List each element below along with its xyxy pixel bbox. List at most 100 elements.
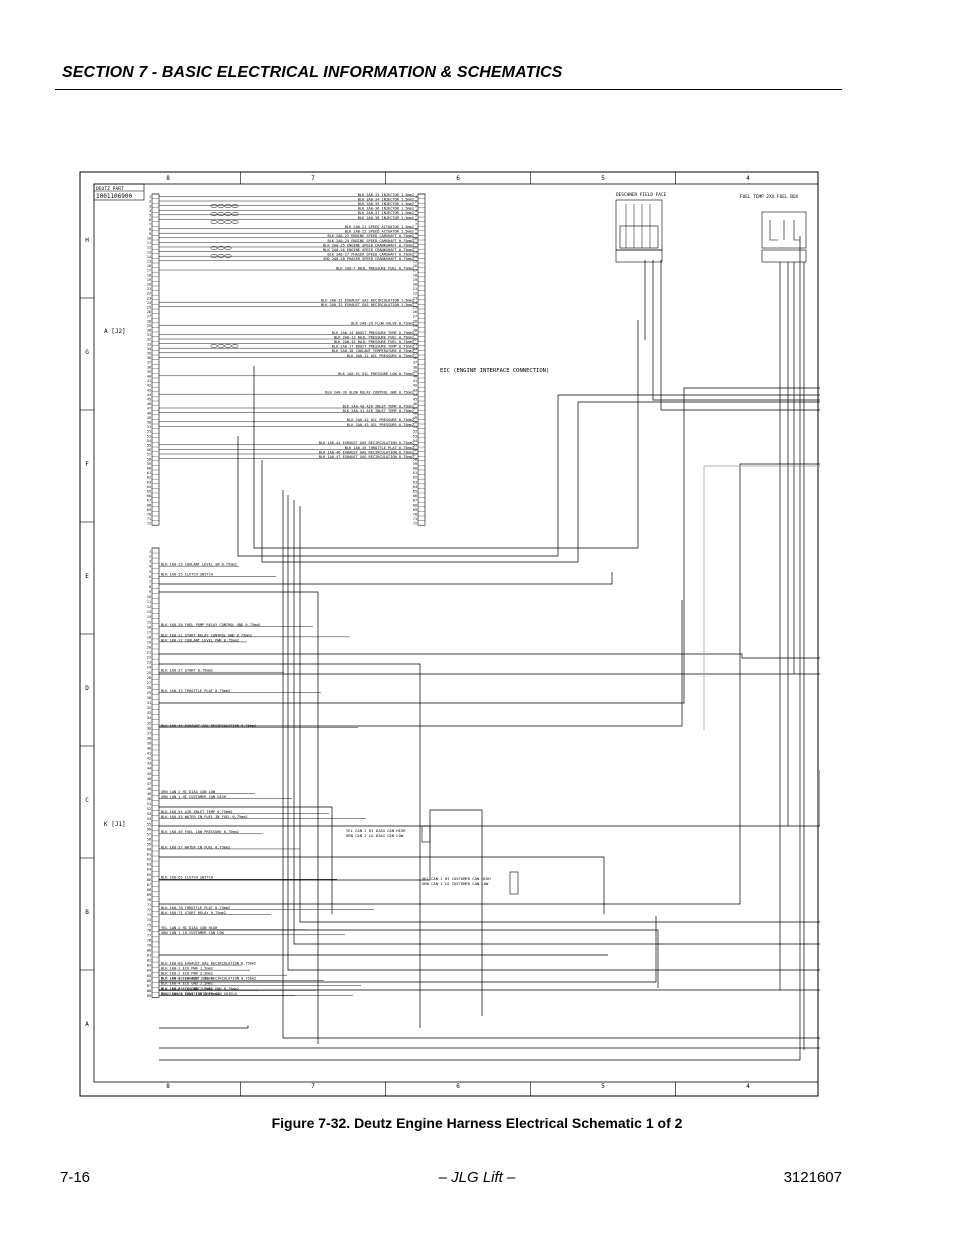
wire-route [159,591,319,1044]
a-connector-pin-number: 56 [147,448,151,452]
row-marker-B: B [85,909,89,916]
k-connector-pin-number: 78 [147,938,151,942]
twisted-pair-loop [217,219,225,225]
k-connector-pin-number: 35 [147,721,151,725]
twisted-pair-loop [231,211,239,217]
a-connector-pin-number: 26 [147,310,151,314]
k-connector-pin-number: 62 [147,858,151,862]
column-marker-5-top: 5 [601,175,605,182]
a-wire-label: BLK 1A0-46 EXHAUST GAS RECIRCULATION 0.7… [319,450,414,454]
fuel-box-label: FUEL TEMP 2XX FUEL BOX [740,194,799,200]
k-connector-pin-number: 81 [147,954,151,958]
k-connector-pin-number: 82 [147,959,151,963]
figure-caption: Figure 7-32. Deutz Engine Harness Electr… [271,1115,683,1131]
a-connector-pin-number: 35 [147,352,151,356]
column-marker-6-top: 6 [456,175,460,182]
twisted-pair-loop [217,253,225,259]
twisted-pair-loop [217,203,225,209]
wire-route [159,856,605,914]
k-wire-label: BLK 1K0-2 ECU PWR 2.5mm2 [161,972,213,976]
wire-route [159,387,820,704]
a-connector-pin-number: 41 [147,379,151,383]
a-eic-pin-number: 14 [413,255,417,259]
connector-k: 1234567891011121314151617181920212223242… [147,547,160,998]
k-wire-label: GRN CAN 1 HI CUSTOMER CAN HIGH [161,795,226,799]
a-eic-pin-number: 64 [413,485,417,489]
a-connector-pin-number: 33 [147,342,151,346]
a-connector-pin-number: 1 [149,195,151,199]
wire-route [159,600,683,727]
deutsch-field-connector: DESCHNER FIELD FACE [615,192,667,263]
a-wire-label: BLK 2A0-14 BOOST PRESSURE TEMP 0.75mm2 [332,331,414,335]
k-connector-pin-number: 83 [147,964,151,968]
k-connector-pin-number: 52 [147,807,151,811]
part-box-label: DEUTZ PART [96,186,124,192]
row-marker-C: C [85,797,89,804]
a-connector-pin-number: 29 [147,324,151,328]
k-connector-pin-number: 5 [149,570,151,574]
can-customer-splice: YEL CAN 1 HI CUSTOMER CAN HIGH GRN CAN 1… [422,871,519,895]
a-connector-pin-number: 63 [147,480,151,484]
k-connector-pin-number: 24 [147,666,151,670]
column-marker-7-bottom: 7 [311,1083,315,1090]
k-connector-pin-number: 38 [147,736,151,740]
page-number: 7-16 [60,1169,91,1186]
k-connector-pin-number: 23 [147,661,151,665]
wire-route [253,320,639,549]
a-connector-pin-number: 55 [147,444,151,448]
a-connector-pin-number: 70 [147,513,151,517]
k-wire-label: BLK 1K0-82 EXHAUST GAS RECIRCULATION 0.7… [161,977,256,981]
a-wire-label: BLK 2A0-35 INJECTOR 1.5mm2 [358,202,414,206]
a-eic-pin-number: 35 [413,352,417,356]
k-wire-label: BLK 1K0-55 WATER IN FUEL IN FUEL 0.75mm2 [161,815,248,819]
a-connector-pin-number: 62 [147,476,151,480]
a-eic-pin-number: 11 [413,241,417,245]
a-connector-pin-number: 2 [149,200,151,204]
a-connector-pin-number: 3 [149,204,151,208]
a-connector-pin-number: 9 [149,232,151,236]
a-eic-pin-number: 27 [413,315,417,319]
a-wire-label: BLK 2A0-23 ENGINE SPEED CAMSHAFT 0.75mm2 [327,234,414,238]
section-title: SECTION 7 - BASIC ELECTRICAL INFORMATION… [62,64,563,81]
a-eic-pin-number: 36 [413,356,417,360]
a-eic-pin-number: 3 [415,204,417,208]
k-connector-pin-number: 85 [147,974,151,978]
column-marker-8-top: 8 [166,175,170,182]
can-diag-label-2: GRN CAN 2 LO DIAG CAN LOW [346,833,404,838]
k-connector-pin-number: 60 [147,848,151,852]
a-eic-pin-number: 46 [413,402,417,406]
a-connector-pin-number: 59 [147,462,151,466]
k-wire-label: BLK 1K0-70 THROTTLE PLAT 0.75mm2 [161,906,230,910]
a-eic-pin-number: 45 [413,398,417,402]
fuel-box-connector: FUEL TEMP 2XX FUEL BOX [740,194,807,263]
a-eic-pin-number: 54 [413,439,417,443]
a-eic-pin-number: 31 [413,333,417,337]
a-connector-pin-number: 69 [147,508,151,512]
a-wire-label: BLK 2A0-12 OIL PRESSURE 0.75mm2 [347,354,414,358]
a-connector-pin-number: 49 [147,416,151,420]
column-marker-8-bottom: 8 [166,1083,170,1090]
a-connector-pin-number: 23 [147,296,151,300]
a-eic-pin-number: 52 [413,430,417,434]
a-connector-pin-number: 18 [147,273,151,277]
k-connector-pin-number: 30 [147,696,151,700]
part-number-box: DEUTZ PART 1001106900 [93,183,145,201]
k-connector-pin-number: 84 [147,969,151,973]
a-eic-pin-number: 63 [413,480,417,484]
deutsch-field-label: DESCHNER FIELD FACE [616,192,667,198]
k-connector-pin-number: 89 [147,994,151,998]
k-connector-pin-number: 51 [147,802,151,806]
a-connector-pin-number: 64 [147,485,151,489]
a-connector-pin-number: 61 [147,471,151,475]
k-connector-pin-number: 22 [147,656,151,660]
k-connector-pin-number: 87 [147,984,151,988]
k-connector-pin-number: 19 [147,640,151,644]
k-connector-pin-number: 57 [147,832,151,836]
k-connector-pin-number: 28 [147,686,151,690]
a-eic-pin-number: 2 [415,200,417,204]
k-connector-pin-number: 21 [147,651,151,655]
a-connector-pin-number: 16 [147,264,151,268]
a-connector-pin-number: 8 [149,227,151,231]
k-connector-pin-number: 11 [147,600,151,604]
